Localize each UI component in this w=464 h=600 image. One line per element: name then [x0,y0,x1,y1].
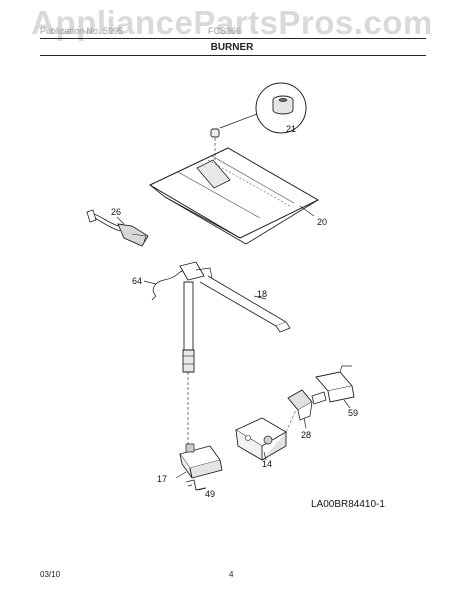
burner-tube-end [275,321,291,333]
part-64-wire[interactable] [143,269,185,301]
grommet-hole [278,98,288,102]
label-17: 17 [157,474,167,484]
leader-18 [253,295,267,300]
label-26: 26 [111,207,121,217]
part-21-grommet[interactable] [210,82,307,138]
baffle-center-tube [196,159,231,189]
label-20: 20 [317,217,327,227]
label-49: 49 [205,489,215,499]
label-21: 21 [286,124,296,134]
burner-orifice-fitting [182,349,195,373]
wire-end [151,295,157,301]
part-26-igniter[interactable] [86,209,149,247]
leader-64 [143,280,157,285]
baffle-crease-1 [177,171,261,219]
label-64: 64 [132,276,142,286]
label-18: 18 [257,289,267,299]
igniter-connector [86,209,97,223]
leader-14 [263,451,267,461]
publication-number: Publication No. 5995 [40,26,124,36]
baffle-plate [148,147,320,239]
model-number: FCS366 [208,26,242,36]
igniter-body [117,223,149,247]
part-28-regulator[interactable] [287,389,327,429]
footer-page-number: 4 [229,570,234,579]
label-28: 28 [301,430,311,440]
part-20-baffle[interactable] [148,147,320,245]
part-49-clip[interactable] [185,479,207,491]
label-14: 14 [262,459,272,469]
burner-bracket-tab [195,267,213,279]
clip-detail [187,484,193,487]
valve-side [261,432,287,461]
part-59-bracket[interactable] [315,365,355,409]
header-rule-top [40,38,426,39]
part-18-burner-tube[interactable] [179,261,291,373]
regulator-outlet [297,401,313,421]
valve-knob [263,435,273,445]
centerline-14-28 [285,409,297,433]
igniter-lead-2 [94,217,121,232]
leader-49 [198,487,205,491]
label-59: 59 [348,408,358,418]
bracket-tab [339,365,352,373]
burner-vertical-tube [183,281,194,351]
holder-side [189,459,223,479]
watermark: AppliancePartsPros.com [31,4,433,41]
valve-port [245,435,251,441]
holder-fitting [185,443,195,453]
diagram-reference-code: LA00BR84410-1 [311,499,385,510]
igniter-detail [131,233,147,243]
part-17-valve-body[interactable] [175,443,223,479]
bracket-side [327,385,355,403]
baffle-bottom-edge [164,196,319,245]
leader-20 [299,205,315,217]
magnifier-leader [219,113,258,129]
leader-26 [116,216,125,225]
part-14-gas-valve[interactable] [235,417,287,461]
header-rule-bottom [40,55,426,56]
regulator-inlet [311,391,327,405]
leader-59 [343,399,351,409]
leader-28 [303,417,307,429]
wire-curve [152,269,185,297]
burner-bracket [179,261,205,281]
section-title: BURNER [210,42,254,53]
grommet-body [272,100,294,115]
valve-front [235,429,263,461]
baffle-crease-2 [211,155,295,204]
grommet-small [210,128,220,138]
footer-date: 03/10 [40,570,61,579]
igniter-lead-1 [93,213,119,227]
burner-horizontal-tube [199,275,288,327]
leader-17 [175,471,187,479]
